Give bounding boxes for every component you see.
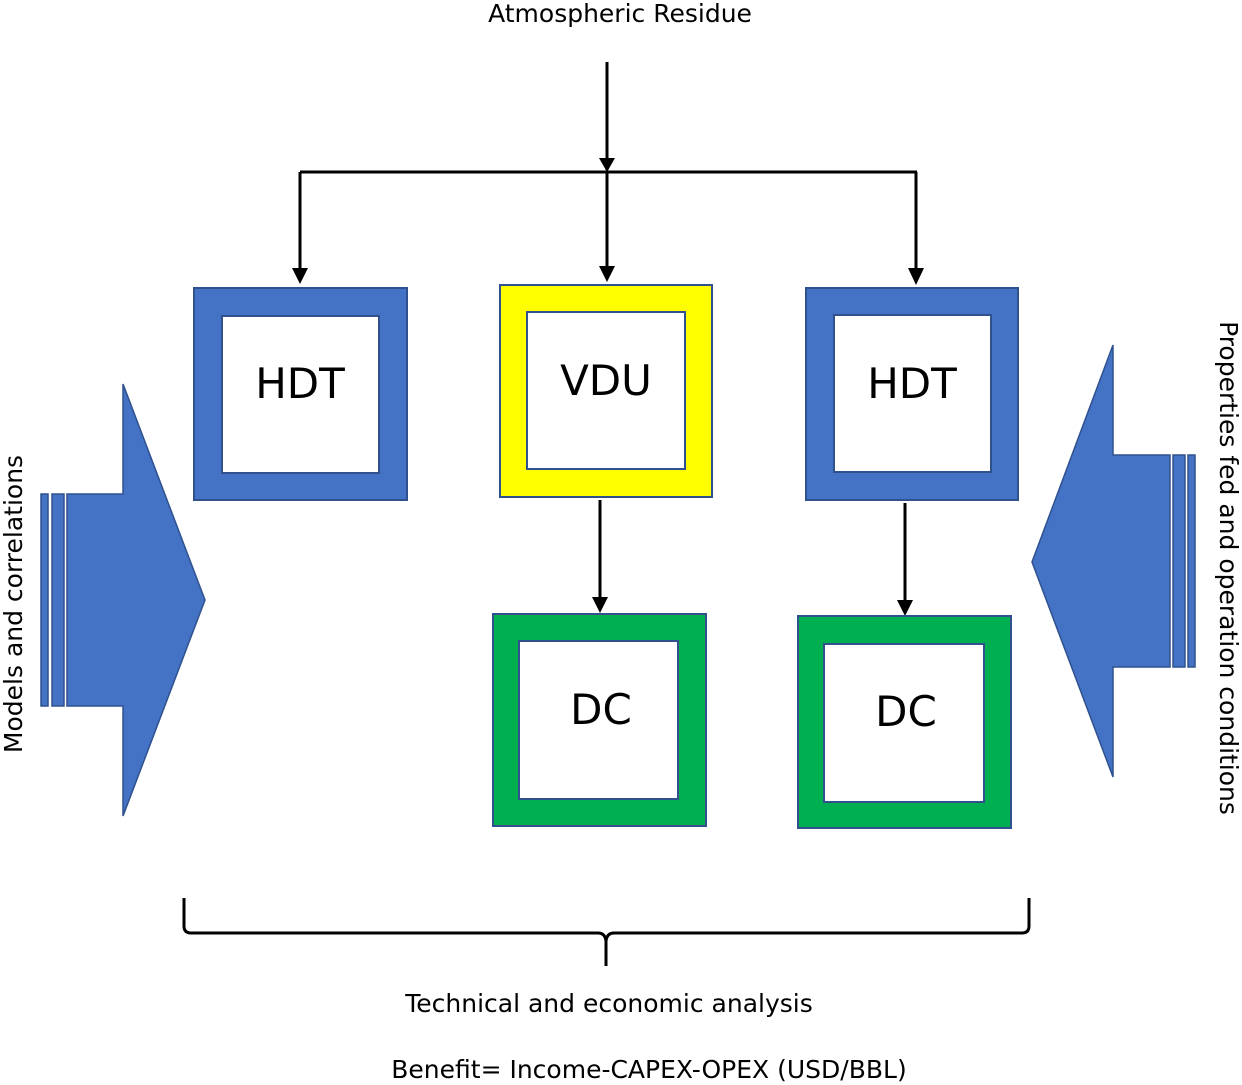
node-hdt-right: HDT <box>805 287 1019 501</box>
node-inner <box>518 640 679 800</box>
right-arrow-icon <box>1031 344 1196 778</box>
node-inner <box>833 314 992 473</box>
node-hdt-left: HDT <box>193 287 408 501</box>
node-inner <box>221 315 380 474</box>
node-dc-left: DC <box>492 613 707 827</box>
node-inner <box>526 311 686 470</box>
node-label: HDT <box>867 359 957 408</box>
benefit-formula: Benefit= Income-CAPEX-OPEX (USD/BBL) <box>391 1055 906 1084</box>
brace-label: Technical and economic analysis <box>404 989 813 1018</box>
left-arrow-label: Models and correlations <box>0 455 28 753</box>
arrowhead-icon <box>908 268 924 285</box>
arrow-stripe <box>40 493 49 707</box>
arrow-body <box>66 383 206 817</box>
left-arrow-icon <box>40 383 206 817</box>
node-label: DC <box>875 687 937 736</box>
input-label: Atmospheric Residue <box>488 0 752 28</box>
arrow-stripe <box>1187 454 1196 668</box>
arrowhead-icon <box>897 600 913 616</box>
brace-icon <box>182 898 1031 966</box>
arrowheads <box>292 266 924 616</box>
feed-connectors <box>298 62 918 602</box>
node-label: VDU <box>560 356 652 405</box>
node-label: HDT <box>255 359 345 408</box>
arrow-stripe <box>51 493 65 707</box>
arrowhead-icon <box>599 266 615 282</box>
arrow-stripe <box>1172 454 1186 668</box>
arrowhead-icon <box>592 597 608 613</box>
node-label: DC <box>570 685 632 734</box>
arrow-body <box>1031 344 1171 778</box>
arrowhead-icon <box>292 268 308 284</box>
feed-arrowhead <box>599 158 615 172</box>
right-arrow-label: Properties fed and operation conditions <box>1214 321 1242 815</box>
node-inner <box>823 643 985 803</box>
node-dc-right: DC <box>797 615 1012 829</box>
node-vdu: VDU <box>499 284 713 498</box>
